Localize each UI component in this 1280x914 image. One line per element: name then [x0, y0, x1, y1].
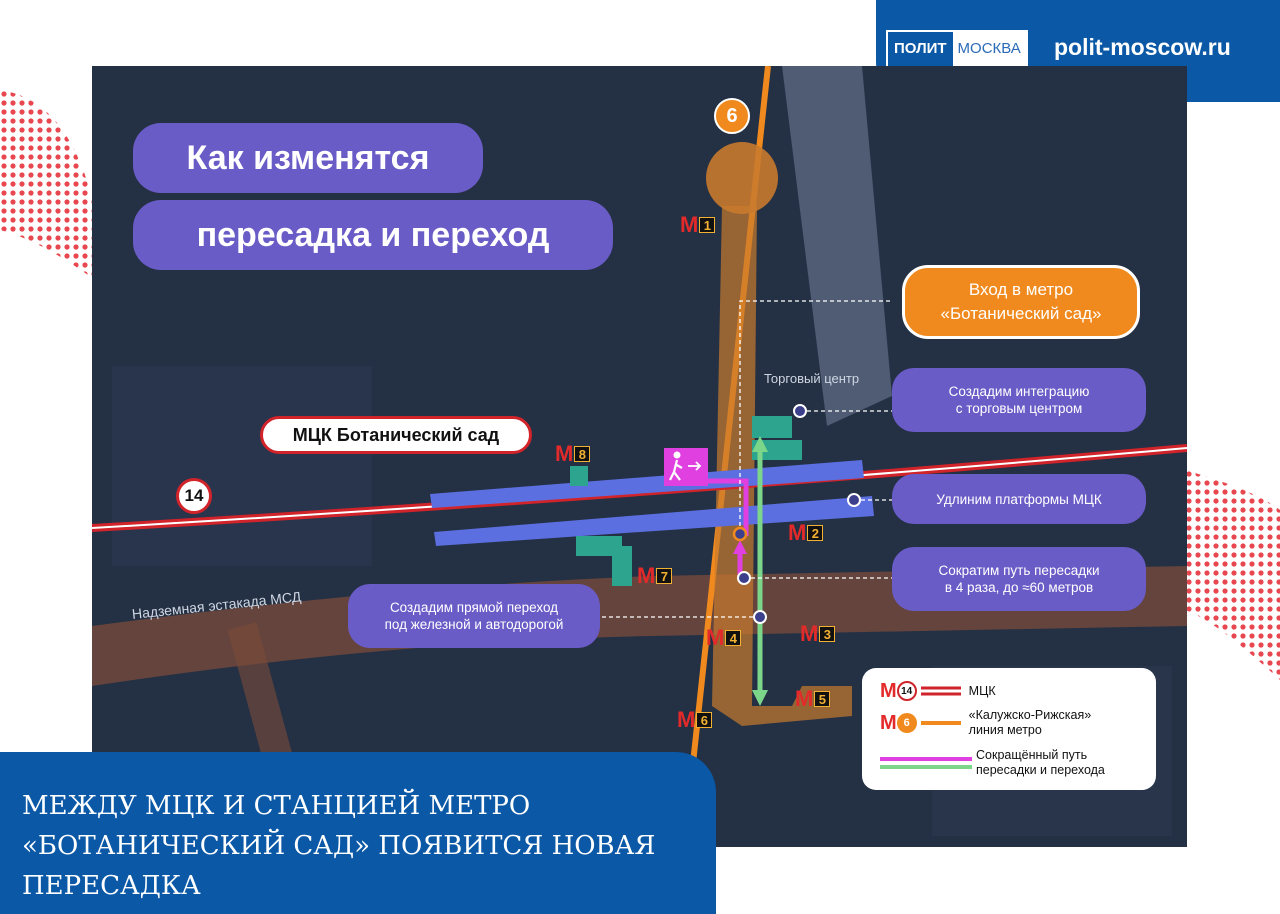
caption-text: МЕЖДУ МЦК И СТАНЦИЕЙ МЕТРО «БОТАНИЧЕСКИЙ…: [22, 791, 656, 901]
callout-platforms: Удлиним платформы МЦК: [892, 474, 1146, 524]
legend-transfer-swatch: [880, 757, 972, 769]
metro-icon: M: [680, 212, 698, 237]
metro-icon: M: [555, 441, 573, 466]
legend-mck: M 14 МЦК: [880, 681, 996, 701]
line-6-badge: 6: [714, 98, 750, 134]
legend-metro-swatch: [920, 721, 961, 725]
metro-icon: M: [677, 707, 695, 732]
legend-line-6-badge: 6: [896, 713, 917, 733]
legend-transfer-text: Сокращённый путь пересадки и перехода: [976, 748, 1105, 777]
site-url[interactable]: polit-moscow.ru: [1054, 34, 1231, 60]
map-legend: M 14 МЦК M 6 «Калужско-Рижская» линия ме…: [862, 668, 1156, 790]
dot-pattern-right: [1185, 470, 1280, 680]
line-14-badge: 14: [176, 478, 212, 514]
legend-mck-swatch: [920, 686, 961, 696]
legend-metro-text: «Калужско-Рижская» линия метро: [968, 708, 1092, 737]
logo-moskva: МОСКВА: [952, 32, 1026, 66]
callout-crossing: Создадим прямой переход под железной и а…: [348, 584, 600, 648]
legend-line-14-badge: 14: [896, 681, 917, 701]
brand-logo[interactable]: ПОЛИТ МОСКВА: [886, 30, 1028, 68]
metro-icon: M: [706, 625, 724, 650]
transfer-map: Как изменятся пересадка и переход 6 14 В…: [92, 66, 1187, 847]
metro-hub: [706, 142, 778, 214]
metro-icon: M: [788, 520, 806, 545]
metro-icon: M: [637, 563, 655, 588]
callout-transfer: Сократим путь пересадки в 4 раза, до ≈60…: [892, 547, 1146, 611]
metro-icon: M: [880, 712, 897, 734]
mck-station-label: МЦК Ботанический сад: [260, 416, 532, 454]
mck-platform-2: [434, 496, 874, 546]
caption-panel: [0, 752, 716, 914]
map-title-line1: Как изменятся: [133, 123, 483, 193]
shopping-center-block: [782, 66, 892, 426]
map-title-line2: пересадка и переход: [133, 200, 613, 270]
metro-icon: M: [800, 621, 818, 646]
legend-mck-text: МЦК: [968, 683, 996, 698]
legend-metro: M 6 «Калужско-Рижская» линия метро: [880, 708, 1091, 738]
metro-icon: M: [795, 686, 813, 711]
shopping-center-label: Торговый центр: [764, 371, 860, 386]
metro-entrance-callout: Вход в метро «Ботанический сад»: [902, 265, 1140, 339]
logo-polit: ПОЛИТ: [888, 32, 953, 66]
legend-transfer: Сокращённый путь пересадки и перехода: [880, 748, 1105, 778]
metro-icon: M: [880, 680, 897, 702]
callout-integration: Создадим интеграцию с торговым центром: [892, 368, 1146, 432]
dot-pattern-left: [0, 90, 95, 280]
mck-platform-1: [430, 460, 864, 508]
